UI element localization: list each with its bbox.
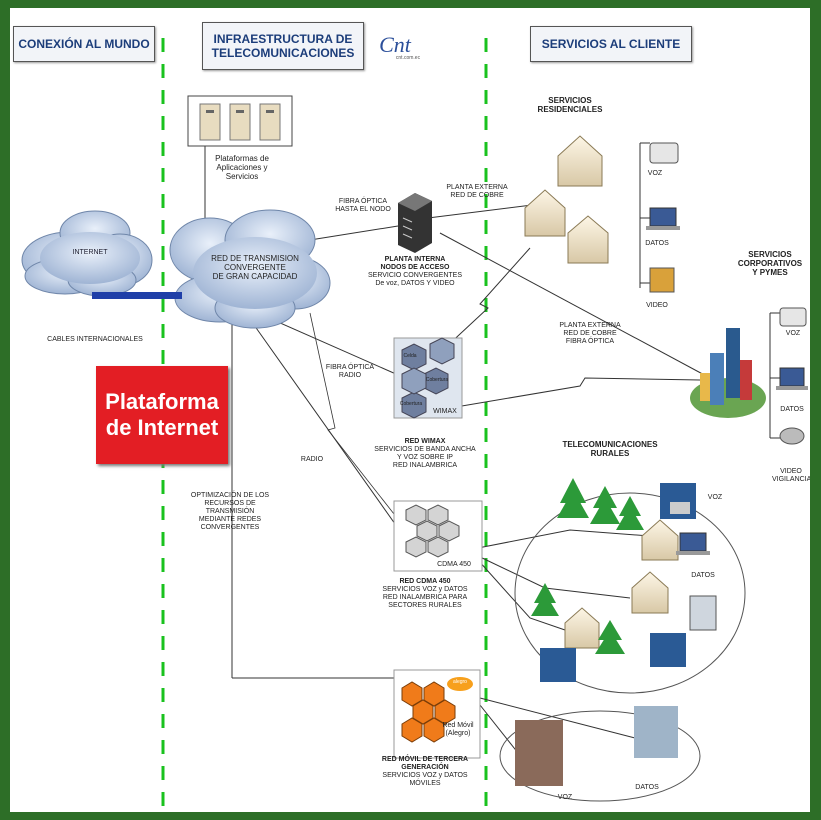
- access-node: [398, 193, 432, 253]
- movil-voz-label: VOZ: [557, 794, 573, 801]
- plataforma-internet-box: Plataforma de Internet: [96, 366, 228, 464]
- cdma-cells: [393, 500, 483, 572]
- diagram-graphics: [21, 38, 808, 812]
- residential-houses: [524, 135, 609, 264]
- devices: [515, 142, 808, 786]
- diagram-canvas: CONEXIÓN AL MUNDO INFRAESTRUCTURA DE TEL…: [10, 8, 810, 812]
- corporate-building: [690, 328, 766, 418]
- rural-voz-label: VOZ: [707, 494, 723, 501]
- wimax-cells: [393, 337, 463, 419]
- header-servicios-cliente: SERVICIOS AL CLIENTE: [530, 26, 692, 62]
- internet-cloud: [21, 210, 153, 297]
- wimax-cell-label-2: Cobertura: [425, 377, 449, 383]
- cables-label: CABLES INTERNACIONALES: [47, 336, 143, 343]
- international-cable: [92, 292, 182, 299]
- radio-label: RADIO: [300, 456, 324, 463]
- wimax-cell-label-1: Celda: [403, 353, 417, 359]
- rural-area-circle: [514, 492, 746, 694]
- movil-datos-label: DATOS: [635, 784, 659, 791]
- res-datos-label: DATOS: [645, 240, 669, 247]
- header-conexion-mundo: CONEXIÓN AL MUNDO: [13, 26, 155, 62]
- header-infra-line2: TELECOMUNICACIONES: [211, 46, 355, 60]
- res-voz-label: VOZ: [647, 170, 663, 177]
- header-infra-line1: INFRAESTRUCTURA DE: [213, 32, 353, 46]
- rural-datos-label: DATOS: [691, 572, 715, 579]
- cnt-logo-subtext: cnt.com.ec: [395, 55, 421, 61]
- cdma-tag: CDMA 450: [437, 561, 471, 568]
- corp-voz-label: VOZ: [785, 330, 801, 337]
- res-video-label: VIDEO: [646, 302, 668, 309]
- rural-houses: [564, 519, 679, 649]
- alegro-logo: alegro: [453, 679, 467, 685]
- wimax-cell-label-3: Cobertura: [399, 401, 423, 407]
- trees: [531, 478, 644, 654]
- application-servers: [187, 95, 293, 147]
- corp-datos-label: DATOS: [780, 406, 804, 413]
- plataforma-line2: de Internet: [105, 415, 219, 440]
- header-infraestructura: INFRAESTRUCTURA DE TELECOMUNICACIONES: [202, 22, 364, 70]
- plataforma-line1: Plataforma: [105, 388, 219, 414]
- mobile-area-circle: [499, 710, 701, 802]
- movil-tag: Red Móvil(Alegro): [442, 722, 474, 738]
- wimax-tag: WIMAX: [433, 408, 457, 415]
- internet-label: INTERNET: [72, 249, 108, 256]
- transmission-cloud: [169, 209, 331, 329]
- cnt-logo: Cnt: [379, 32, 411, 57]
- mobile-cells: [393, 669, 481, 759]
